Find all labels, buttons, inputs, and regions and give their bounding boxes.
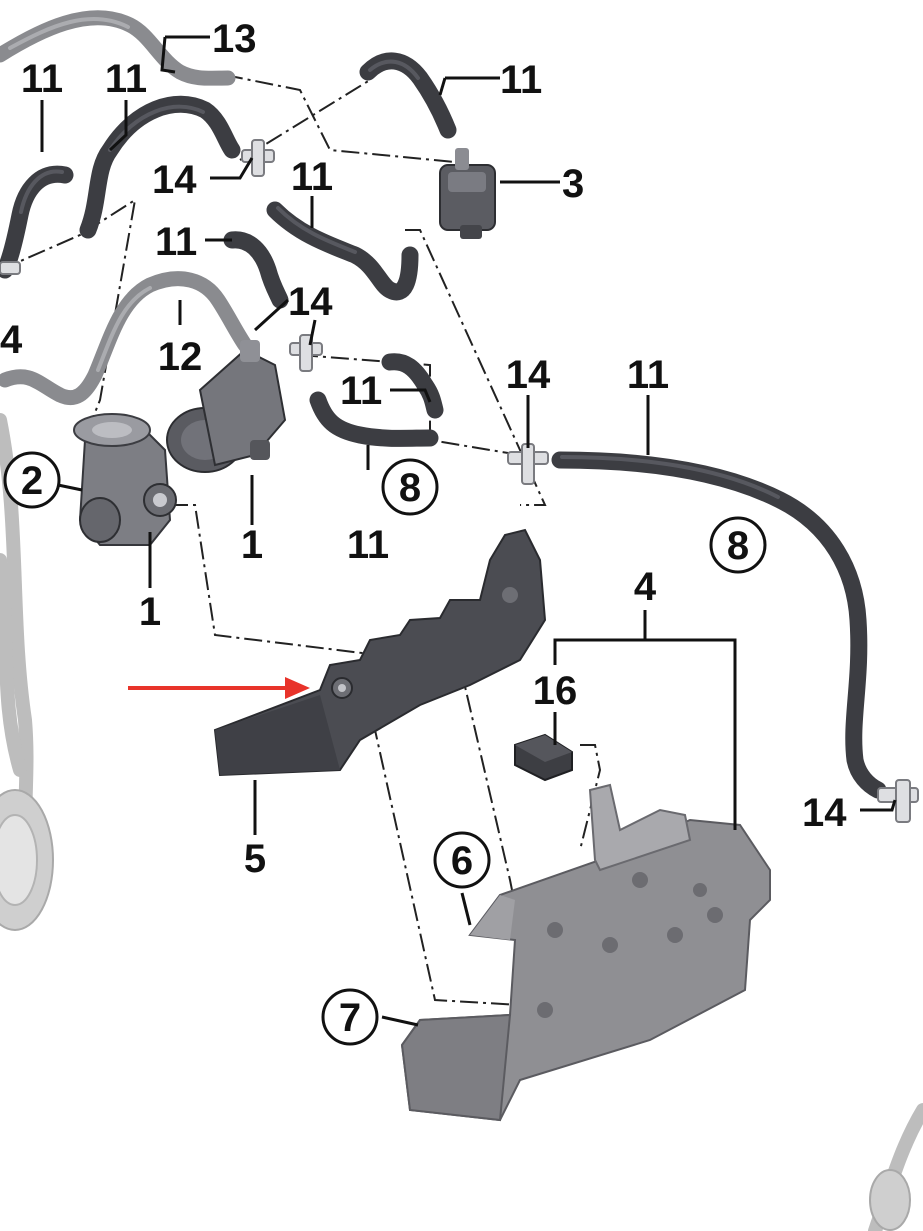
- callout-11-b: 11: [105, 57, 147, 101]
- callout-1-b: 1: [139, 590, 161, 634]
- hose-11-upper-loop: [79, 95, 241, 239]
- callout-14-e: 14: [802, 791, 847, 835]
- callout-11-g: 11: [627, 353, 669, 397]
- tee-fitting-14-d: [877, 779, 919, 823]
- callout-14-c: 14: [288, 280, 333, 324]
- callout-8-a: 8: [399, 466, 421, 510]
- bracket-4: [400, 783, 771, 1122]
- callout-8-b: 8: [727, 524, 749, 568]
- callout-4: 4: [634, 565, 657, 609]
- callout-circle-8a: [381, 458, 439, 516]
- leader-lines: [40, 35, 897, 1027]
- hose-11-top-left: [0, 165, 74, 279]
- holder-5: [213, 528, 547, 777]
- callout-14-d: 14: [506, 353, 551, 397]
- callout-1-a: 1: [241, 523, 263, 567]
- callout-11-d: 11: [291, 155, 333, 199]
- callout-16: 16: [533, 669, 578, 713]
- callout-2: 2: [21, 459, 43, 503]
- tee-fitting-14-c: [507, 443, 549, 485]
- hose-11-middle-short: [223, 231, 289, 309]
- callout-11-h: 11: [347, 523, 389, 567]
- hose-11-top-right: [359, 52, 457, 139]
- tee-fitting-14-a: [241, 139, 275, 177]
- callout-3: 3: [562, 162, 584, 206]
- callout-circle-2: [3, 451, 61, 509]
- grommet-16: [514, 733, 573, 782]
- pressure-converter-1: [166, 340, 287, 473]
- hose-8-long: [551, 451, 887, 799]
- callout-11-f: 11: [340, 369, 382, 413]
- callout-11-c: 11: [500, 58, 542, 102]
- callout-5: 5: [244, 837, 266, 881]
- vacuum-valve-3: [439, 148, 496, 239]
- connection-lines: [0, 74, 602, 1006]
- red-pointer-arrow: [128, 677, 310, 699]
- background-engine-part-right: [868, 1103, 923, 1231]
- hose-12: [0, 271, 253, 406]
- tee-fitting-14-b: [289, 334, 323, 372]
- callout-11-a: 11: [21, 57, 63, 101]
- callout-14-b-partial: 4: [0, 318, 23, 362]
- callout-circle-8b: [709, 516, 767, 574]
- background-engine-part-left: [0, 413, 54, 931]
- hose-13: [0, 10, 236, 86]
- hose-11-lower-middle: [309, 353, 444, 447]
- hose-11-center-s: [266, 201, 419, 301]
- callout-13: 13: [212, 17, 257, 61]
- callout-7: 7: [339, 996, 361, 1040]
- callout-circle-6: [433, 831, 491, 889]
- callout-circle-7: [321, 988, 379, 1046]
- callout-6: 6: [451, 839, 473, 883]
- tee-fitting-14-e: [0, 261, 21, 275]
- callout-12: 12: [158, 335, 203, 379]
- callout-14-a: 14: [152, 158, 197, 202]
- pressure-converter-2: [73, 413, 177, 546]
- callout-11-e: 11: [155, 220, 197, 264]
